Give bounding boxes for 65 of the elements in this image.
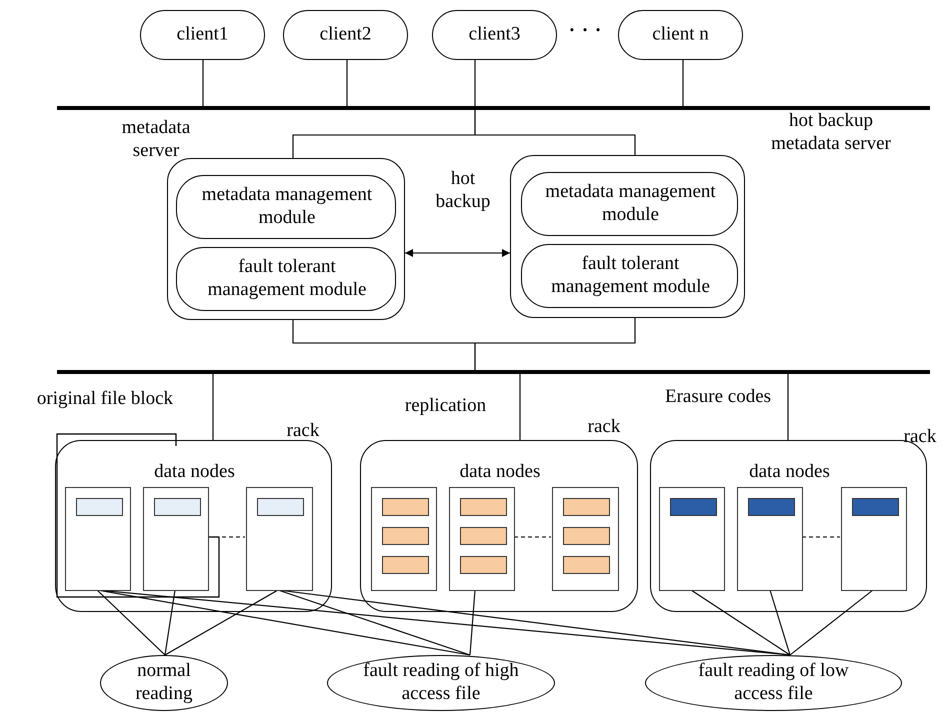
connector-line: [790, 590, 874, 656]
connector-line: [278, 589, 470, 656]
data-node-box: [65, 487, 131, 591]
connector-line: [682, 60, 684, 106]
node-label: client1: [176, 24, 230, 46]
data-node-box: [143, 487, 209, 591]
node-label: data nodes: [458, 461, 542, 484]
connector-line: [164, 590, 176, 656]
dashed-connector: [514, 536, 551, 538]
client-node: [140, 10, 265, 60]
connector-line: [474, 60, 476, 106]
dashed-connector: [208, 536, 245, 538]
connector-line: [469, 590, 476, 656]
annotation-label: original file block: [36, 388, 174, 411]
connector-line: [519, 374, 521, 440]
annotation-label: Erasure codes: [664, 386, 772, 409]
dashed-connector: [802, 536, 840, 538]
rack-box: [55, 440, 332, 612]
connector-line: [474, 318, 636, 370]
node-label: fault tolerant management module: [550, 253, 711, 299]
client-node: [283, 10, 408, 60]
client-node: [432, 10, 557, 60]
node-label: metadata management module: [200, 184, 374, 230]
node-label: normal reading: [134, 660, 194, 706]
module-box: [176, 247, 396, 311]
node-label: client n: [651, 24, 710, 46]
connector-line: [690, 590, 790, 656]
data-node-box: [371, 487, 437, 591]
connector-line: [96, 590, 166, 656]
data-node-box: [552, 487, 619, 591]
connector-line: [787, 374, 789, 440]
rack-label: rack: [902, 426, 938, 449]
rack-label: rack: [586, 416, 622, 439]
node-label: hot backup metadata server: [770, 110, 892, 156]
node-label: fault reading of low access file: [697, 660, 850, 706]
connector-line: [346, 60, 348, 106]
module-box: [521, 244, 738, 308]
node-label: metadata server: [120, 117, 192, 163]
network-bus: [57, 370, 930, 374]
module-box: [176, 175, 396, 239]
connector-line: [212, 374, 214, 440]
data-node-box: [841, 487, 907, 591]
node-label: data nodes: [153, 461, 236, 484]
rack-box: [360, 440, 638, 612]
annotation-label: replication: [404, 395, 488, 418]
node-label: fault reading of high access file: [362, 660, 520, 706]
ellipsis-mark: · · ·: [568, 20, 604, 43]
connector-line: [474, 110, 636, 155]
connector-line: [769, 590, 791, 656]
node-label: fault tolerant management module: [206, 256, 368, 302]
rack-label: rack: [286, 420, 320, 443]
data-node-box: [449, 487, 515, 591]
client-node: [618, 10, 743, 60]
network-bus: [57, 106, 930, 110]
connector-line: [164, 590, 278, 656]
node-label: client3: [468, 24, 522, 46]
connector-line: [202, 60, 204, 106]
node-label: client2: [318, 24, 372, 46]
node-label: data nodes: [748, 461, 831, 484]
data-node-box: [246, 487, 313, 591]
node-label: metadata management module: [544, 181, 717, 227]
data-node-box: [659, 487, 725, 591]
data-node-box: [737, 487, 803, 591]
module-box: [521, 172, 738, 236]
double-arrow: [405, 249, 510, 257]
